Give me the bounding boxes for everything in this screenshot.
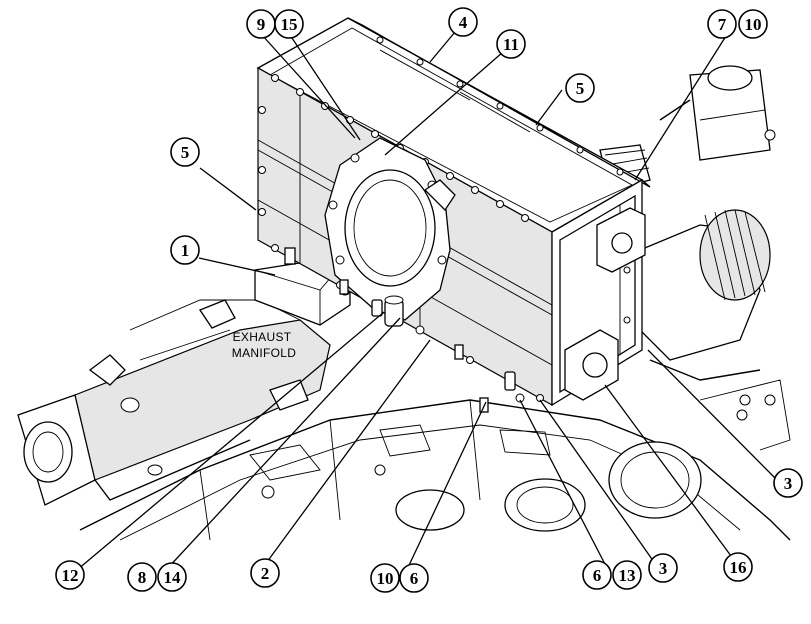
exhaust-manifold (17, 299, 331, 506)
svg-text:15: 15 (281, 15, 298, 34)
callout-3: 3 (648, 553, 678, 583)
svg-text:14: 14 (164, 568, 182, 587)
callout-5: 5 (565, 73, 595, 103)
svg-text:10: 10 (745, 15, 762, 34)
svg-text:1: 1 (181, 241, 190, 260)
svg-text:16: 16 (730, 558, 747, 577)
svg-text:5: 5 (181, 143, 190, 162)
callout-9: 9 (246, 9, 276, 39)
svg-text:2: 2 (261, 564, 270, 583)
callout-11: 11 (496, 29, 526, 59)
svg-text:13: 13 (619, 566, 636, 585)
svg-text:7: 7 (718, 15, 727, 34)
svg-text:9: 9 (257, 15, 266, 34)
exhaust-manifold-label: EXHAUST MANIFOLD (232, 330, 296, 360)
svg-text:4: 4 (459, 13, 468, 32)
end-plate (551, 178, 646, 407)
leader-lines (76, 31, 776, 579)
callout-15: 15 (274, 9, 304, 39)
svg-text:6: 6 (410, 569, 419, 588)
svg-text:EXHAUST: EXHAUST (233, 330, 292, 344)
callout-bubbles: 9 15 4 11 5 7 10 5 (55, 7, 803, 593)
callout-12: 12 (55, 560, 85, 590)
callout-10: 10 (370, 563, 400, 593)
gasket-plate (324, 137, 456, 321)
callout-1: 1 (170, 235, 200, 265)
svg-text:MANIFOLD: MANIFOLD (232, 346, 296, 360)
svg-text:8: 8 (138, 568, 147, 587)
callout-2: 2 (250, 558, 280, 588)
callout-14: 14 (157, 562, 187, 592)
callout-10: 10 (738, 9, 768, 39)
callout-13: 13 (612, 560, 642, 590)
svg-text:10: 10 (377, 569, 394, 588)
callout-6: 6 (399, 563, 429, 593)
callout-6: 6 (582, 560, 612, 590)
engine-block (79, 379, 791, 541)
svg-text:6: 6 (593, 566, 602, 585)
svg-text:12: 12 (62, 566, 79, 585)
svg-text:3: 3 (659, 559, 668, 578)
svg-text:5: 5 (576, 79, 585, 98)
callout-16: 16 (723, 552, 753, 582)
svg-text:3: 3 (784, 474, 793, 493)
callout-7: 7 (707, 9, 737, 39)
callout-4: 4 (448, 7, 478, 37)
svg-text:11: 11 (503, 35, 519, 54)
callout-8: 8 (127, 562, 157, 592)
callout-3: 3 (773, 468, 803, 498)
callout-5: 5 (170, 137, 200, 167)
